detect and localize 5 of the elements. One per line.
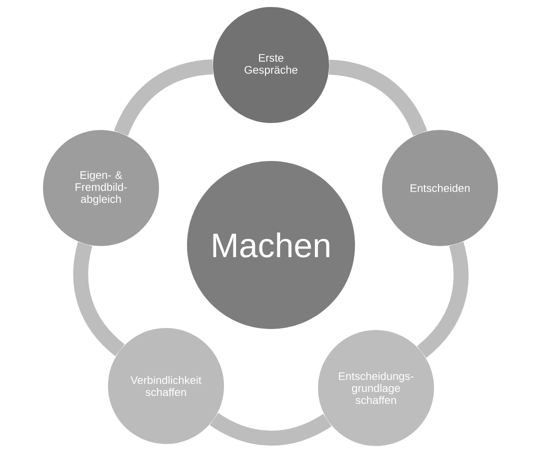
ring-segment [210,412,332,446]
ring-segment [328,60,428,136]
ring-segment [416,242,469,358]
ring-segment [114,59,214,136]
ring-segment [73,242,125,356]
